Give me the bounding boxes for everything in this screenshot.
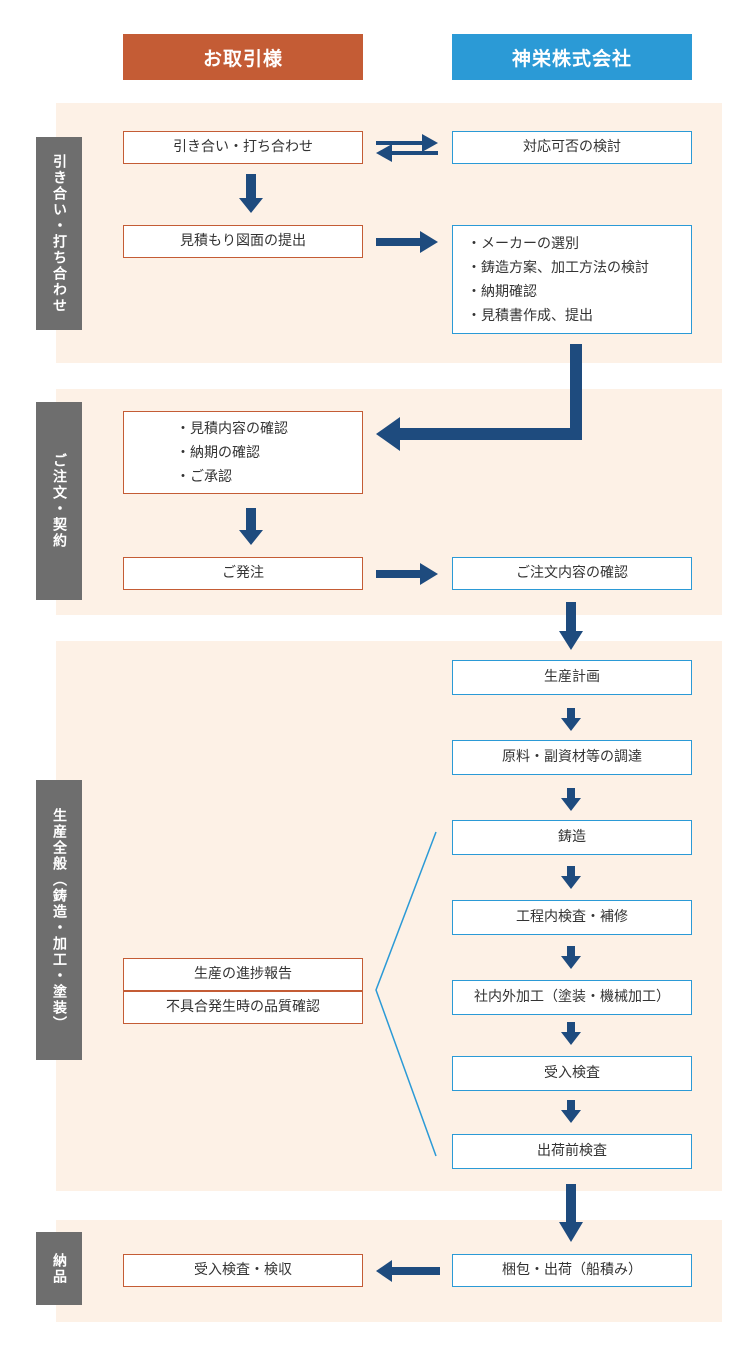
client-column-header: お取引様 (123, 34, 363, 80)
phase-label-delivery: 納品 (36, 1232, 82, 1305)
arrow-down-icon (561, 946, 581, 969)
phase-label-production: 生産全般（鋳造・加工・塗装） (36, 780, 82, 1060)
arrow-right-icon (376, 563, 438, 585)
production-step-preshipment-inspection: 出荷前検査 (452, 1134, 692, 1169)
company-feasibility-box: 対応可否の検討 (452, 131, 692, 164)
phase-label-inquiry-text: 引き合い・打ち合わせ (51, 153, 67, 314)
phase-label-order: ご注文・契約 (36, 402, 82, 600)
arrow-left-icon (376, 144, 438, 162)
company-task-item: ・鋳造方案、加工方法の検討 (467, 259, 649, 276)
arrow-down-icon (561, 866, 581, 889)
client-review-item: ・ご承認 (176, 468, 232, 485)
company-order-confirm-box: ご注文内容の確認 (452, 557, 692, 590)
arrow-down-icon (561, 1100, 581, 1123)
arrow-down-icon (559, 1184, 583, 1242)
elbow-arrow-icon (376, 344, 582, 451)
client-inquiry-box: 引き合い・打ち合わせ (123, 131, 363, 164)
phase-label-delivery-text: 納品 (51, 1252, 67, 1285)
arrow-down-icon (561, 708, 581, 731)
client-review-box: ・見積内容の確認 ・納期の確認 ・ご承認 (123, 411, 363, 494)
arrow-right-icon (376, 134, 438, 152)
production-bracket-line (375, 831, 437, 1157)
client-order-box: ご発注 (123, 557, 363, 590)
client-review-item: ・見積内容の確認 (176, 420, 288, 437)
production-step-casting: 鋳造 (452, 820, 692, 855)
company-task-item: ・メーカーの選別 (467, 235, 579, 252)
client-progress-report-box: 生産の進捗報告 (123, 958, 363, 991)
arrow-down-icon (239, 508, 263, 545)
arrow-right-icon (376, 231, 438, 253)
company-estimate-tasks-box: ・メーカーの選別 ・鋳造方案、加工方法の検討 ・納期確認 ・見積書作成、提出 (452, 225, 692, 334)
arrow-down-icon (239, 174, 263, 213)
production-step-receiving-inspection: 受入検査 (452, 1056, 692, 1091)
client-quality-check-box: 不具合発生時の品質確認 (123, 991, 363, 1024)
arrow-down-icon (559, 602, 583, 650)
arrow-down-icon (561, 788, 581, 811)
production-step-inspection-repair: 工程内検査・補修 (452, 900, 692, 935)
arrow-left-icon (376, 1260, 440, 1282)
phase-label-inquiry: 引き合い・打ち合わせ (36, 137, 82, 330)
phase-label-order-text: ご注文・契約 (51, 453, 67, 549)
company-column-header: 神栄株式会社 (452, 34, 692, 80)
phase-label-production-text: 生産全般（鋳造・加工・塗装） (51, 808, 67, 1032)
production-step-machining: 社内外加工（塗装・機械加工） (452, 980, 692, 1015)
company-task-item: ・納期確認 (467, 283, 537, 300)
arrow-down-icon (561, 1022, 581, 1045)
production-step-plan: 生産計画 (452, 660, 692, 695)
client-estimate-drawing-box: 見積もり図面の提出 (123, 225, 363, 258)
client-acceptance-box: 受入検査・検収 (123, 1254, 363, 1287)
company-packing-shipping-box: 梱包・出荷（船積み） (452, 1254, 692, 1287)
client-review-item: ・納期の確認 (176, 444, 260, 461)
company-task-item: ・見積書作成、提出 (467, 307, 593, 324)
production-step-procurement: 原料・副資材等の調達 (452, 740, 692, 775)
